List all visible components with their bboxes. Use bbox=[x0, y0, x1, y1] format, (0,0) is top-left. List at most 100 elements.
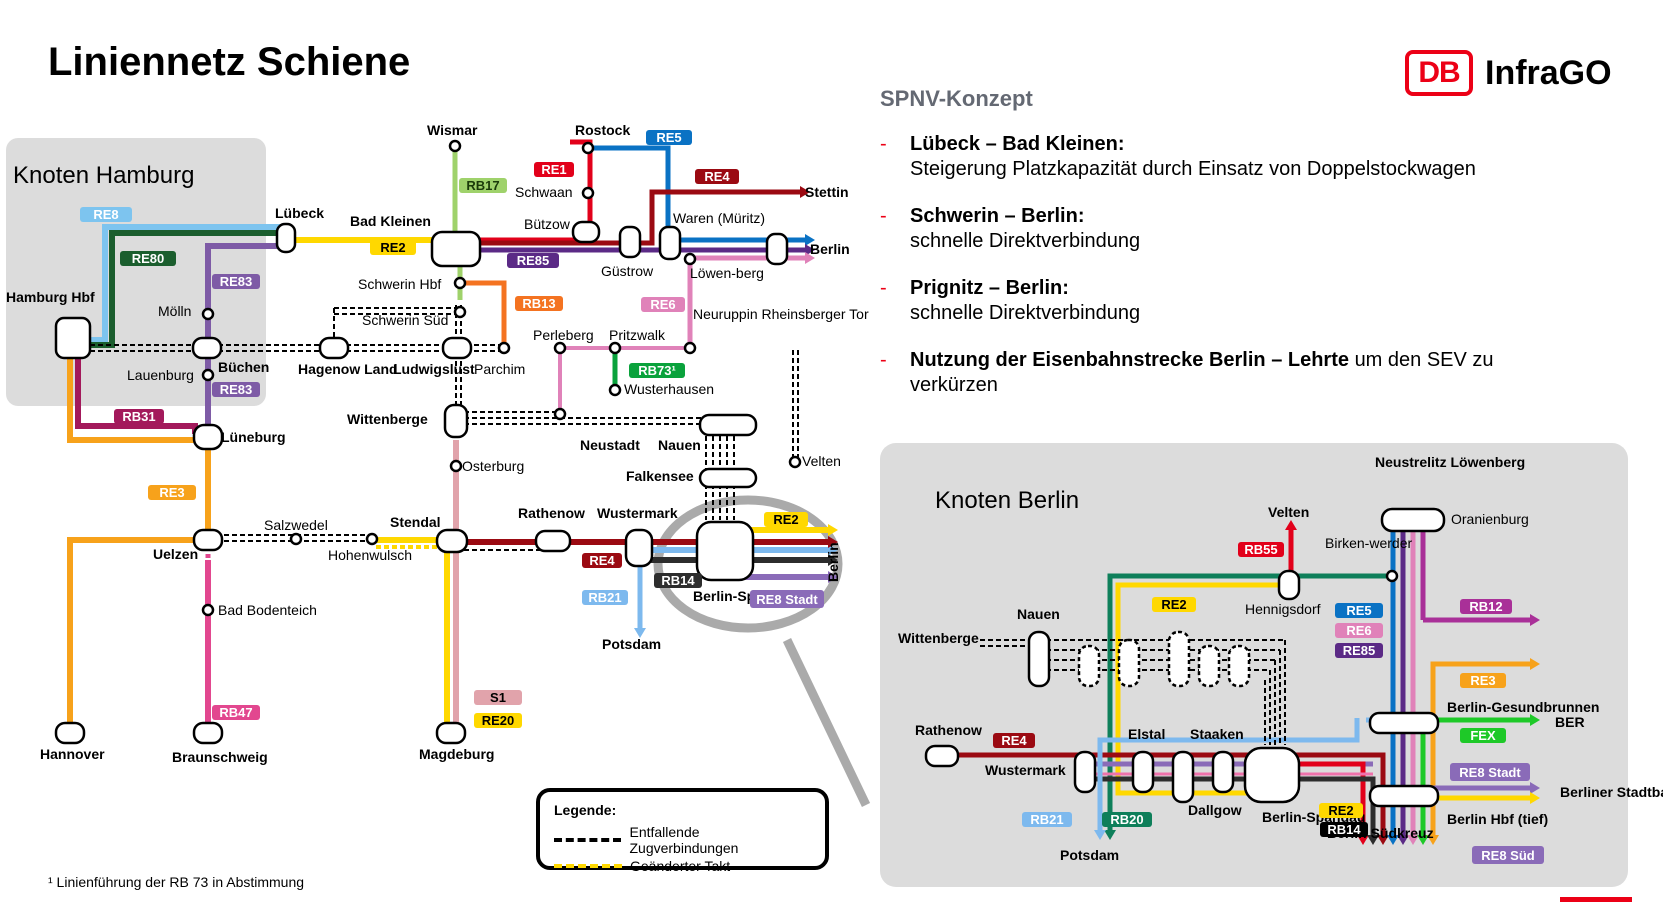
node-schwerin-hbf[interactable] bbox=[453, 276, 467, 290]
node-neuruppin[interactable] bbox=[683, 341, 697, 355]
label-luebeck: Lübeck bbox=[275, 205, 324, 221]
bnode-nauen[interactable] bbox=[1027, 630, 1051, 688]
label-schwerin-sued: Schwerin Süd bbox=[362, 312, 448, 328]
node-stendal[interactable] bbox=[435, 528, 469, 554]
node-hamburg-hbf[interactable] bbox=[54, 316, 92, 360]
badge-s1: S1 bbox=[490, 690, 506, 705]
node-ludwigslust[interactable] bbox=[441, 336, 473, 360]
blabel-oranienburg: Oranienburg bbox=[1451, 511, 1529, 527]
bbadge-re8-stadt: RE8 Stadt bbox=[1459, 765, 1521, 780]
line-re3 bbox=[67, 355, 211, 540]
node-hohenwulsch[interactable] bbox=[365, 532, 379, 546]
bnode-oranienburg[interactable] bbox=[1380, 507, 1446, 533]
label-berlin-vertical: Berlin bbox=[825, 542, 841, 582]
bnode-wustermark[interactable] bbox=[1073, 750, 1097, 794]
bnode-dallgow[interactable] bbox=[1171, 750, 1195, 804]
bnode-rathenow[interactable] bbox=[924, 744, 960, 768]
label-neuruppin: Neuruppin Rheinsberger Tor bbox=[693, 306, 869, 322]
node-perleberg[interactable] bbox=[553, 341, 567, 355]
node-schwaan[interactable] bbox=[581, 186, 595, 200]
concept-item-heading: Lübeck – Bad Kleinen: bbox=[910, 133, 1125, 155]
node-buechen[interactable] bbox=[191, 336, 223, 360]
node-waren[interactable] bbox=[658, 225, 682, 261]
bnode-hbf-tief[interactable] bbox=[1368, 784, 1440, 808]
node-bad-bodenteich[interactable] bbox=[201, 603, 215, 617]
bnode-gesundbrunnen[interactable] bbox=[1368, 711, 1440, 735]
badge-re80: RE80 bbox=[132, 251, 165, 266]
node-uelzen[interactable] bbox=[192, 528, 224, 552]
legend-label-dropped: Entfallende Zugverbindungen bbox=[629, 824, 739, 856]
line-badges: RE8 RE80 RE83 RE83 RB31 RE3 RB47 RB17 RE… bbox=[80, 130, 824, 728]
label-buetzow: Bützow bbox=[524, 216, 571, 232]
node-wustermark[interactable] bbox=[624, 528, 654, 568]
logo-name: InfraGO bbox=[1485, 53, 1612, 92]
node-hannover[interactable] bbox=[54, 721, 86, 745]
legend-swatch-dropped bbox=[554, 838, 622, 842]
node-buetzow[interactable] bbox=[571, 220, 601, 244]
node-lueneburg[interactable] bbox=[192, 423, 224, 451]
node-braunschweig[interactable] bbox=[192, 721, 224, 745]
bnode-birkenwerder[interactable] bbox=[1385, 569, 1399, 583]
node-wittenberge[interactable] bbox=[443, 403, 469, 439]
badge-re4: RE4 bbox=[704, 169, 730, 184]
blabel-staaken: Staaken bbox=[1190, 726, 1244, 742]
label-bad-kleinen: Bad Kleinen bbox=[350, 213, 431, 229]
label-waren: Waren (Müritz) bbox=[673, 210, 765, 226]
bnode-staaken[interactable] bbox=[1211, 750, 1235, 794]
bnode-spandau[interactable] bbox=[1243, 746, 1301, 804]
blabel-rathenow: Rathenow bbox=[915, 722, 982, 738]
badge-rb47: RB47 bbox=[219, 705, 252, 720]
node-falkensee[interactable] bbox=[698, 467, 758, 489]
concept-item-text: Steigerung Platzkapazität durch Einsatz … bbox=[910, 158, 1476, 180]
badge-rb21: RB21 bbox=[588, 590, 621, 605]
label-schwerin-hbf: Schwerin Hbf bbox=[358, 276, 441, 292]
node-loewenberg[interactable] bbox=[683, 252, 697, 266]
bnode-hennigsdorf[interactable] bbox=[1277, 569, 1301, 601]
bbadge-fex: FEX bbox=[1470, 728, 1496, 743]
node-pritzwalk[interactable] bbox=[608, 341, 622, 355]
node-berlin-north[interactable] bbox=[765, 232, 789, 266]
label-guestrow: Güstrow bbox=[601, 263, 654, 279]
magnifier-handle bbox=[782, 638, 871, 807]
node-magdeburg[interactable] bbox=[435, 721, 467, 745]
label-neustadt: Neustadt bbox=[580, 437, 640, 453]
concept-item-1: - Lübeck – Bad Kleinen: Steigerung Platz… bbox=[880, 132, 1580, 182]
node-neustadt[interactable] bbox=[553, 407, 567, 421]
node-schwerin-sued[interactable] bbox=[453, 305, 467, 319]
node-moelln[interactable] bbox=[201, 307, 215, 321]
legend-title: Legende: bbox=[554, 802, 617, 818]
line-re3-hannover bbox=[67, 537, 208, 728]
legend-row-dropped: Entfallende Zugverbindungen bbox=[554, 824, 811, 856]
node-nauen[interactable] bbox=[698, 413, 758, 437]
bnode-elstal[interactable] bbox=[1131, 750, 1155, 794]
label-magdeburg: Magdeburg bbox=[419, 746, 494, 762]
node-parchim[interactable] bbox=[497, 341, 511, 355]
node-velten[interactable] bbox=[788, 455, 802, 469]
blabel-potsdam: Potsdam bbox=[1060, 847, 1119, 863]
node-bad-kleinen[interactable] bbox=[430, 230, 482, 268]
node-rathenow[interactable] bbox=[534, 529, 572, 553]
node-hagenow[interactable] bbox=[318, 336, 350, 360]
hamburg-box-title: Knoten Hamburg bbox=[13, 162, 194, 189]
label-wustermark: Wustermark bbox=[597, 505, 678, 521]
node-luebeck[interactable] bbox=[275, 222, 297, 254]
badge-re2-berlin: RE2 bbox=[773, 512, 798, 527]
node-wismar[interactable] bbox=[448, 139, 462, 153]
node-lauenburg[interactable] bbox=[201, 368, 215, 382]
label-ludwigslust: Ludwigslust bbox=[393, 361, 475, 377]
label-stettin: Stettin bbox=[805, 184, 849, 200]
node-wusterhausen[interactable] bbox=[608, 383, 622, 397]
concept-item-heading: Schwerin – Berlin: bbox=[910, 205, 1085, 227]
blabel-birkenwerder: Birken-werder bbox=[1325, 535, 1412, 551]
node-rostock[interactable] bbox=[581, 141, 595, 155]
label-berlin-north: Berlin bbox=[810, 241, 850, 257]
badge-rb31: RB31 bbox=[122, 409, 155, 424]
node-berlin-spandau[interactable] bbox=[695, 520, 755, 582]
node-guestrow[interactable] bbox=[618, 225, 642, 259]
db-logo-mark: DB bbox=[1405, 50, 1473, 96]
blabel-velten: Velten bbox=[1268, 504, 1309, 520]
node-salzwedel[interactable] bbox=[289, 532, 303, 546]
legend-swatch-changed bbox=[554, 864, 622, 868]
node-osterburg[interactable] bbox=[449, 459, 463, 473]
concept-item-text: um den SEV zu verkürzen bbox=[910, 349, 1494, 396]
